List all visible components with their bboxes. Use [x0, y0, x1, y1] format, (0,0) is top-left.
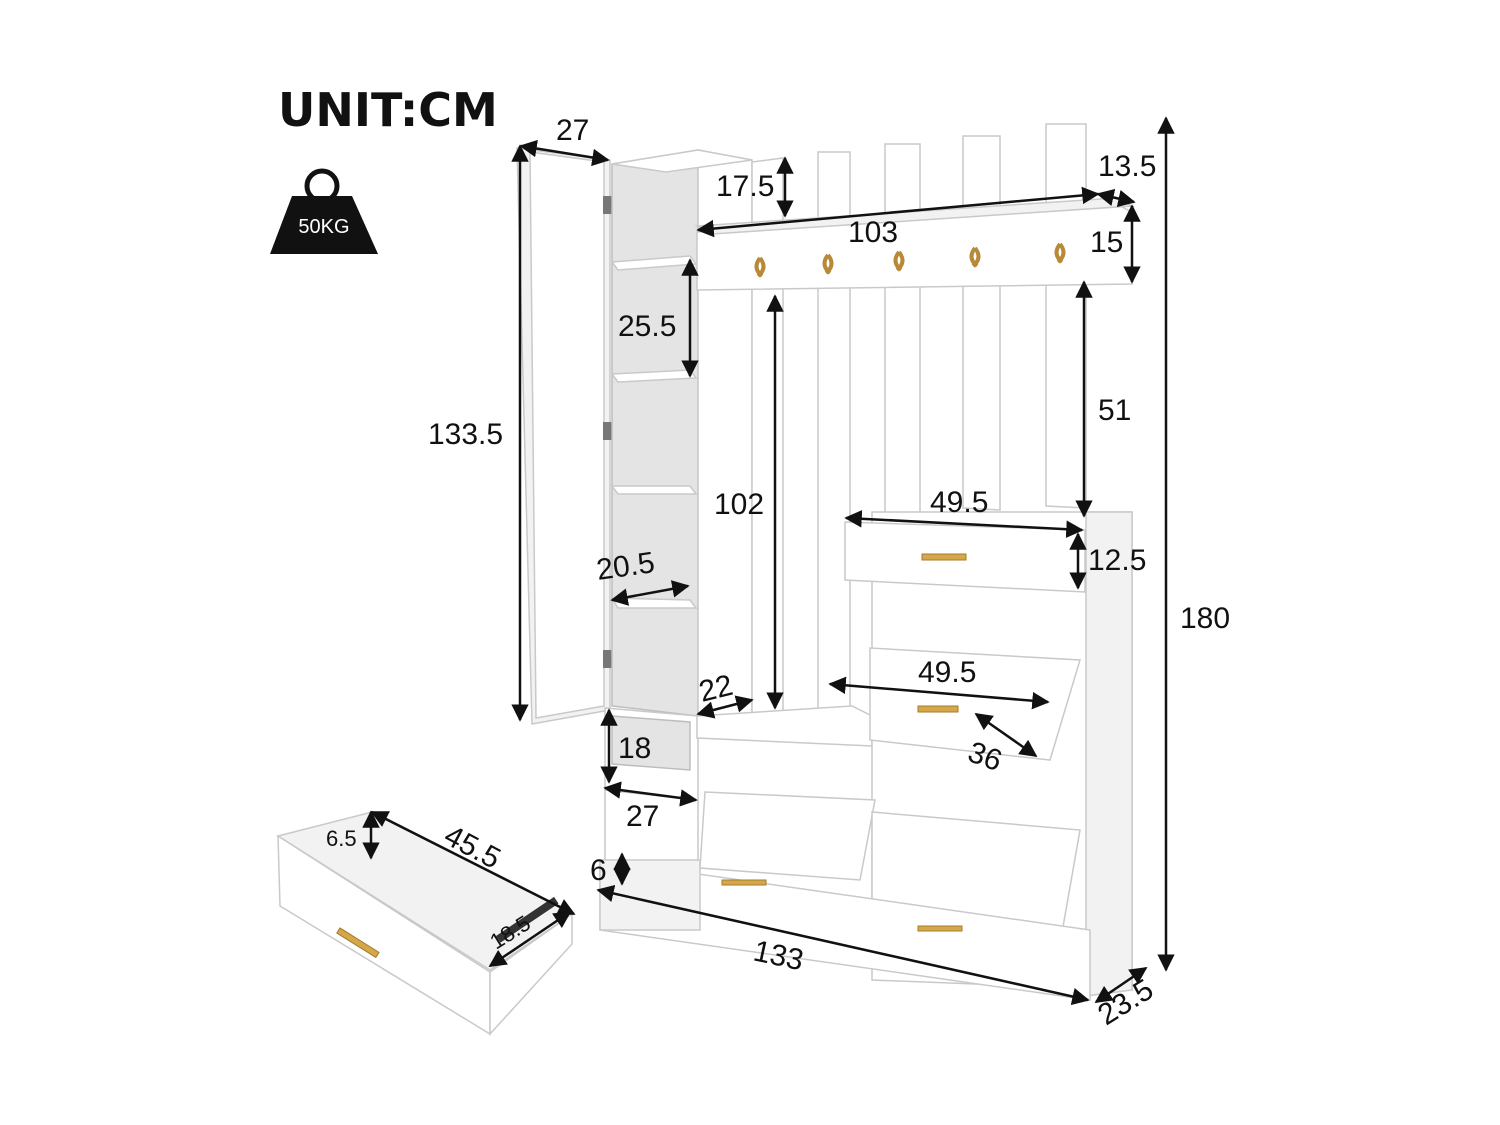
coat-hook-icon: [893, 250, 905, 272]
dim-cabinet-inner-depth: 22: [696, 669, 736, 709]
coat-hook-icon: [822, 253, 834, 275]
dim-shelf-gap: 25.5: [618, 310, 676, 343]
dim-flip-tray-width: 49.5: [918, 656, 976, 689]
dim-hook-rail-width: 103: [848, 216, 898, 249]
dim-shelf-depth: 20.5: [594, 546, 656, 587]
coat-hook-icon: [969, 246, 981, 268]
dim-hook-panel-top: 17.5: [716, 170, 774, 203]
dim-open-cubby-height: 18: [618, 732, 651, 765]
flip-tray-lower-left: [699, 791, 876, 881]
dim-hook-rail-height: 15: [1090, 226, 1123, 259]
coat-hook-icon: [1054, 242, 1066, 264]
dim-total-height: 180: [1180, 602, 1230, 635]
dim-open-cubby-depth: 27: [626, 800, 659, 833]
dim-drawer-height: 12.5: [1088, 544, 1146, 577]
slat-panel: [962, 135, 1001, 511]
dimension-lines: [362, 116, 1175, 1006]
dim-mirror-height: 102: [714, 488, 764, 521]
dim-cabinet-height: 133.5: [428, 418, 503, 451]
slat-panel: [1045, 123, 1087, 509]
dim-drawer-width: 49.5: [930, 486, 988, 519]
coat-hook-icon: [754, 256, 766, 278]
weight-icon: 50KG: [270, 168, 378, 254]
dim-cabinet-depth-top: 27: [556, 114, 589, 147]
weight-label: 50KG: [298, 216, 349, 238]
hallway-tree-illustration: [276, 123, 1135, 1036]
cabinet-interior: [611, 149, 699, 717]
unit-label: UNIT:CM: [278, 83, 498, 137]
dim-slat-height: 51: [1098, 394, 1131, 427]
dim-drawer-detail-height: 6.5: [326, 826, 357, 851]
dim-hook-rail-depth: 13.5: [1098, 150, 1156, 183]
dim-plinth-height: 6: [590, 854, 607, 887]
drawer-handle: [921, 553, 967, 561]
